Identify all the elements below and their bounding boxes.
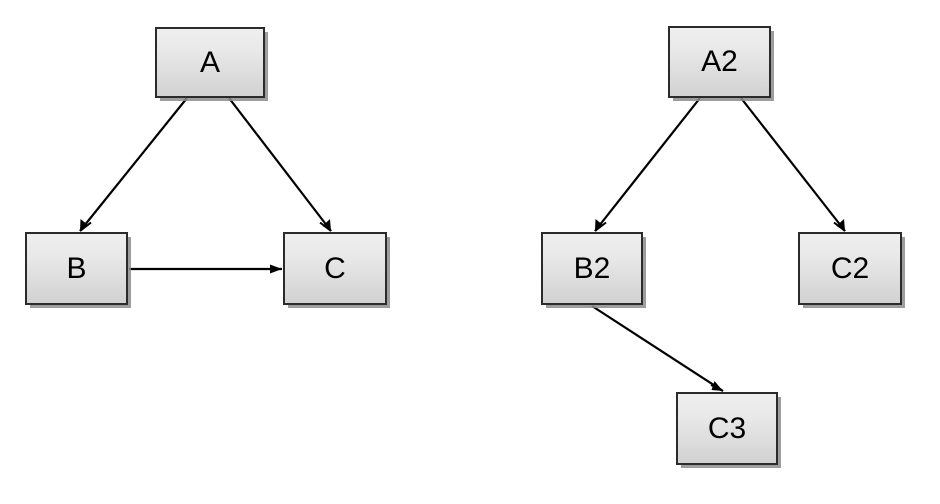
node-c[interactable]: C <box>283 232 387 305</box>
node-c2[interactable]: C2 <box>798 232 902 305</box>
node-b2[interactable]: B2 <box>541 232 643 305</box>
edge-a-to-b <box>79 97 188 232</box>
edge-a2-to-c2 <box>740 97 846 232</box>
node-a2-label: A2 <box>701 45 738 78</box>
node-c3-label: C3 <box>707 411 747 445</box>
edge-a-to-c <box>228 97 332 232</box>
node-c3[interactable]: C3 <box>676 392 778 465</box>
node-a-label: A <box>199 45 220 79</box>
edge-b2-to-c3 <box>591 305 724 392</box>
node-a[interactable]: A <box>155 27 265 98</box>
edge-a2-to-b2 <box>594 97 701 232</box>
node-c-label: C <box>324 251 346 285</box>
node-b-label: B <box>66 251 87 285</box>
node-c2-label: C2 <box>830 251 870 285</box>
node-b2-label: B2 <box>573 251 611 285</box>
node-a2[interactable]: A2 <box>668 26 771 98</box>
node-b[interactable]: B <box>25 232 128 305</box>
edge-b-to-c <box>129 264 282 274</box>
